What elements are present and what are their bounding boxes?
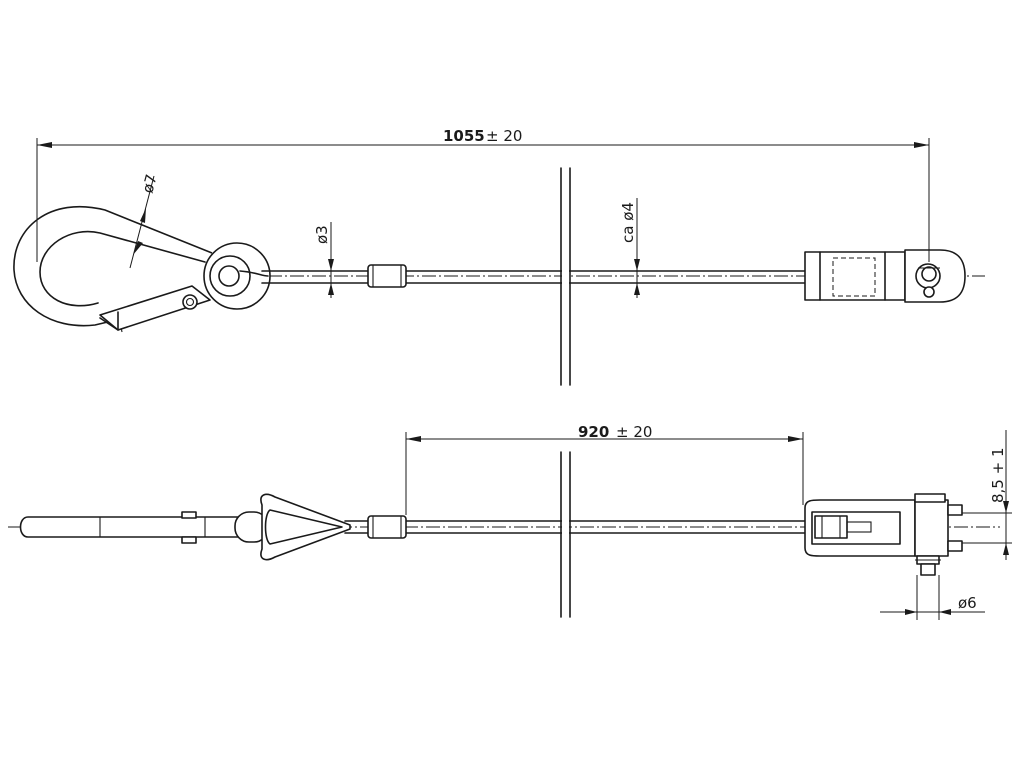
thimble-bore <box>218 265 240 287</box>
clevis-side-fork <box>914 499 949 557</box>
carabiner-side-rivet-top <box>181 511 197 519</box>
svg-text:± 20: ± 20 <box>616 423 652 441</box>
gate-rivet-outer <box>182 294 198 310</box>
clevis-fork-tine-bottom <box>947 540 963 552</box>
carabiner-gate-nose <box>99 311 119 331</box>
dim-clevis-gap: 8,5 + 1 <box>989 447 1007 503</box>
svg-text:1055: 1055 <box>443 127 485 145</box>
bottom-view: 920 ± 20 8,5 + 1 ø6 <box>8 423 1012 620</box>
thimble-wire-loop <box>239 270 269 277</box>
svg-text:920: 920 <box>578 423 609 441</box>
clevis-pin-top <box>914 493 946 503</box>
thimble-side-inner <box>264 509 343 545</box>
dim-overall-label: 1055 ± 20 <box>443 127 522 145</box>
clevis-hidden-bore <box>832 257 876 297</box>
dim-cable-length-label: 920 ± 20 <box>578 423 652 441</box>
thimble-ring-inner <box>209 255 251 297</box>
top-view: 1055 ± 20 ø7 ø3 ca ø4 <box>13 127 985 386</box>
crimp-sleeve <box>367 264 407 288</box>
dim-carabiner-dia: ø7 <box>138 172 160 195</box>
clevis-side-stud <box>814 515 848 539</box>
carabiner-side-rivet-bottom <box>181 536 197 544</box>
thimble-side <box>260 493 351 561</box>
dim-cable-dia: ca ø4 <box>619 202 637 243</box>
carabiner-side <box>19 516 241 538</box>
clevis-side-slot <box>811 511 901 545</box>
clevis-fork-tine-top <box>947 504 963 516</box>
carabiner-gate <box>99 285 211 331</box>
svg-text:± 20: ± 20 <box>486 127 522 145</box>
dim-wire-dia: ø3 <box>313 225 331 244</box>
carabiner-inner-edge <box>39 230 206 307</box>
clevis-pin-clip <box>923 286 935 298</box>
gate-rivet-inner <box>185 297 195 307</box>
clevis-pin-end <box>920 563 936 576</box>
dim-pin-dia: ø6 <box>958 594 977 612</box>
crimp-sleeve-side <box>367 515 407 539</box>
